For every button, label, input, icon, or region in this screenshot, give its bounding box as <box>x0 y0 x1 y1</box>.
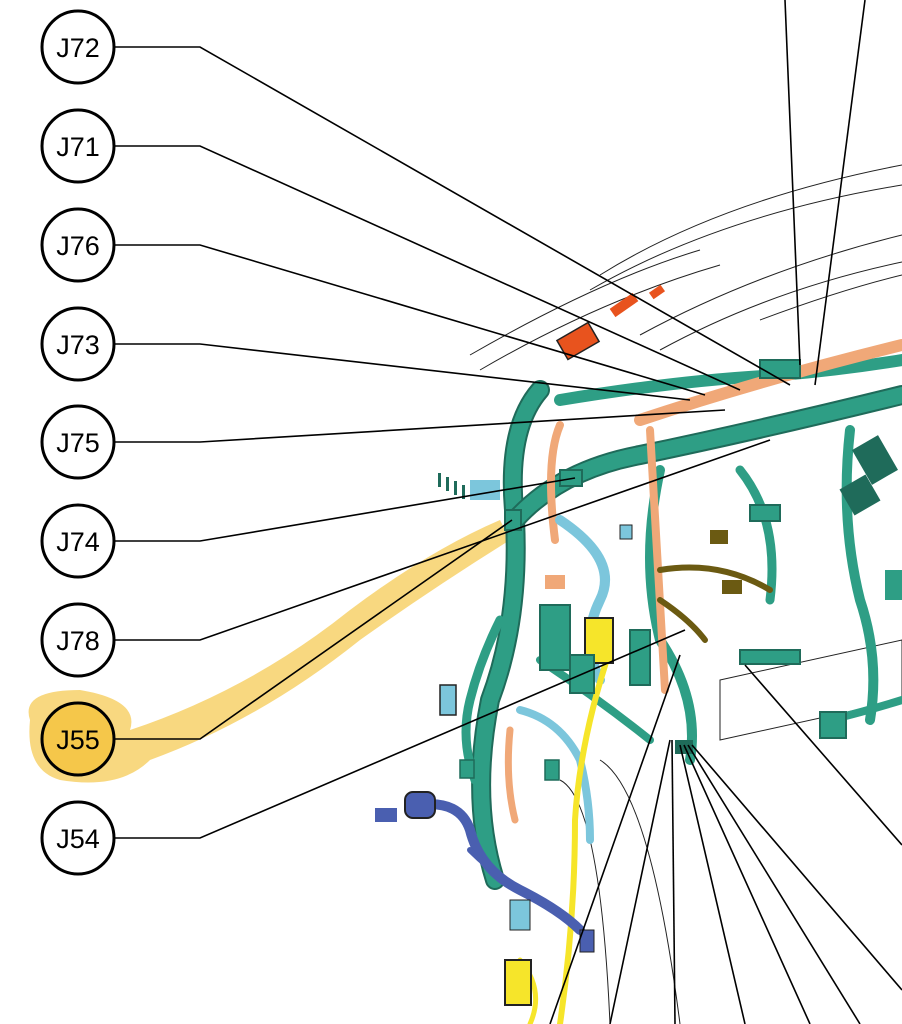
dashboard-outline <box>469 164 902 1024</box>
harness-illustration <box>375 284 902 1024</box>
callout-label: J75 <box>56 428 100 458</box>
j55-highlight-swoosh <box>28 520 510 783</box>
callout-label: J72 <box>56 33 100 63</box>
callout-j74[interactable]: J74 <box>40 503 116 579</box>
callout-j75[interactable]: J75 <box>40 404 116 480</box>
callout-label: J74 <box>56 527 100 557</box>
callout-label: J76 <box>56 231 100 261</box>
callout-label: J54 <box>56 824 100 854</box>
callout-j73[interactable]: J73 <box>40 306 116 382</box>
callout-label: J55 <box>56 725 100 755</box>
callout-j55[interactable]: J55 <box>40 701 116 777</box>
callout-label: J78 <box>56 626 100 656</box>
callout-j71[interactable]: J71 <box>40 108 116 184</box>
callout-label: J73 <box>56 330 100 360</box>
callout-label: J71 <box>56 132 100 162</box>
callout-j72[interactable]: J72 <box>40 9 116 85</box>
callout-j76[interactable]: J76 <box>40 207 116 283</box>
leader-lines <box>115 0 902 1024</box>
callout-j78[interactable]: J78 <box>40 602 116 678</box>
callout-j54[interactable]: J54 <box>40 800 116 876</box>
